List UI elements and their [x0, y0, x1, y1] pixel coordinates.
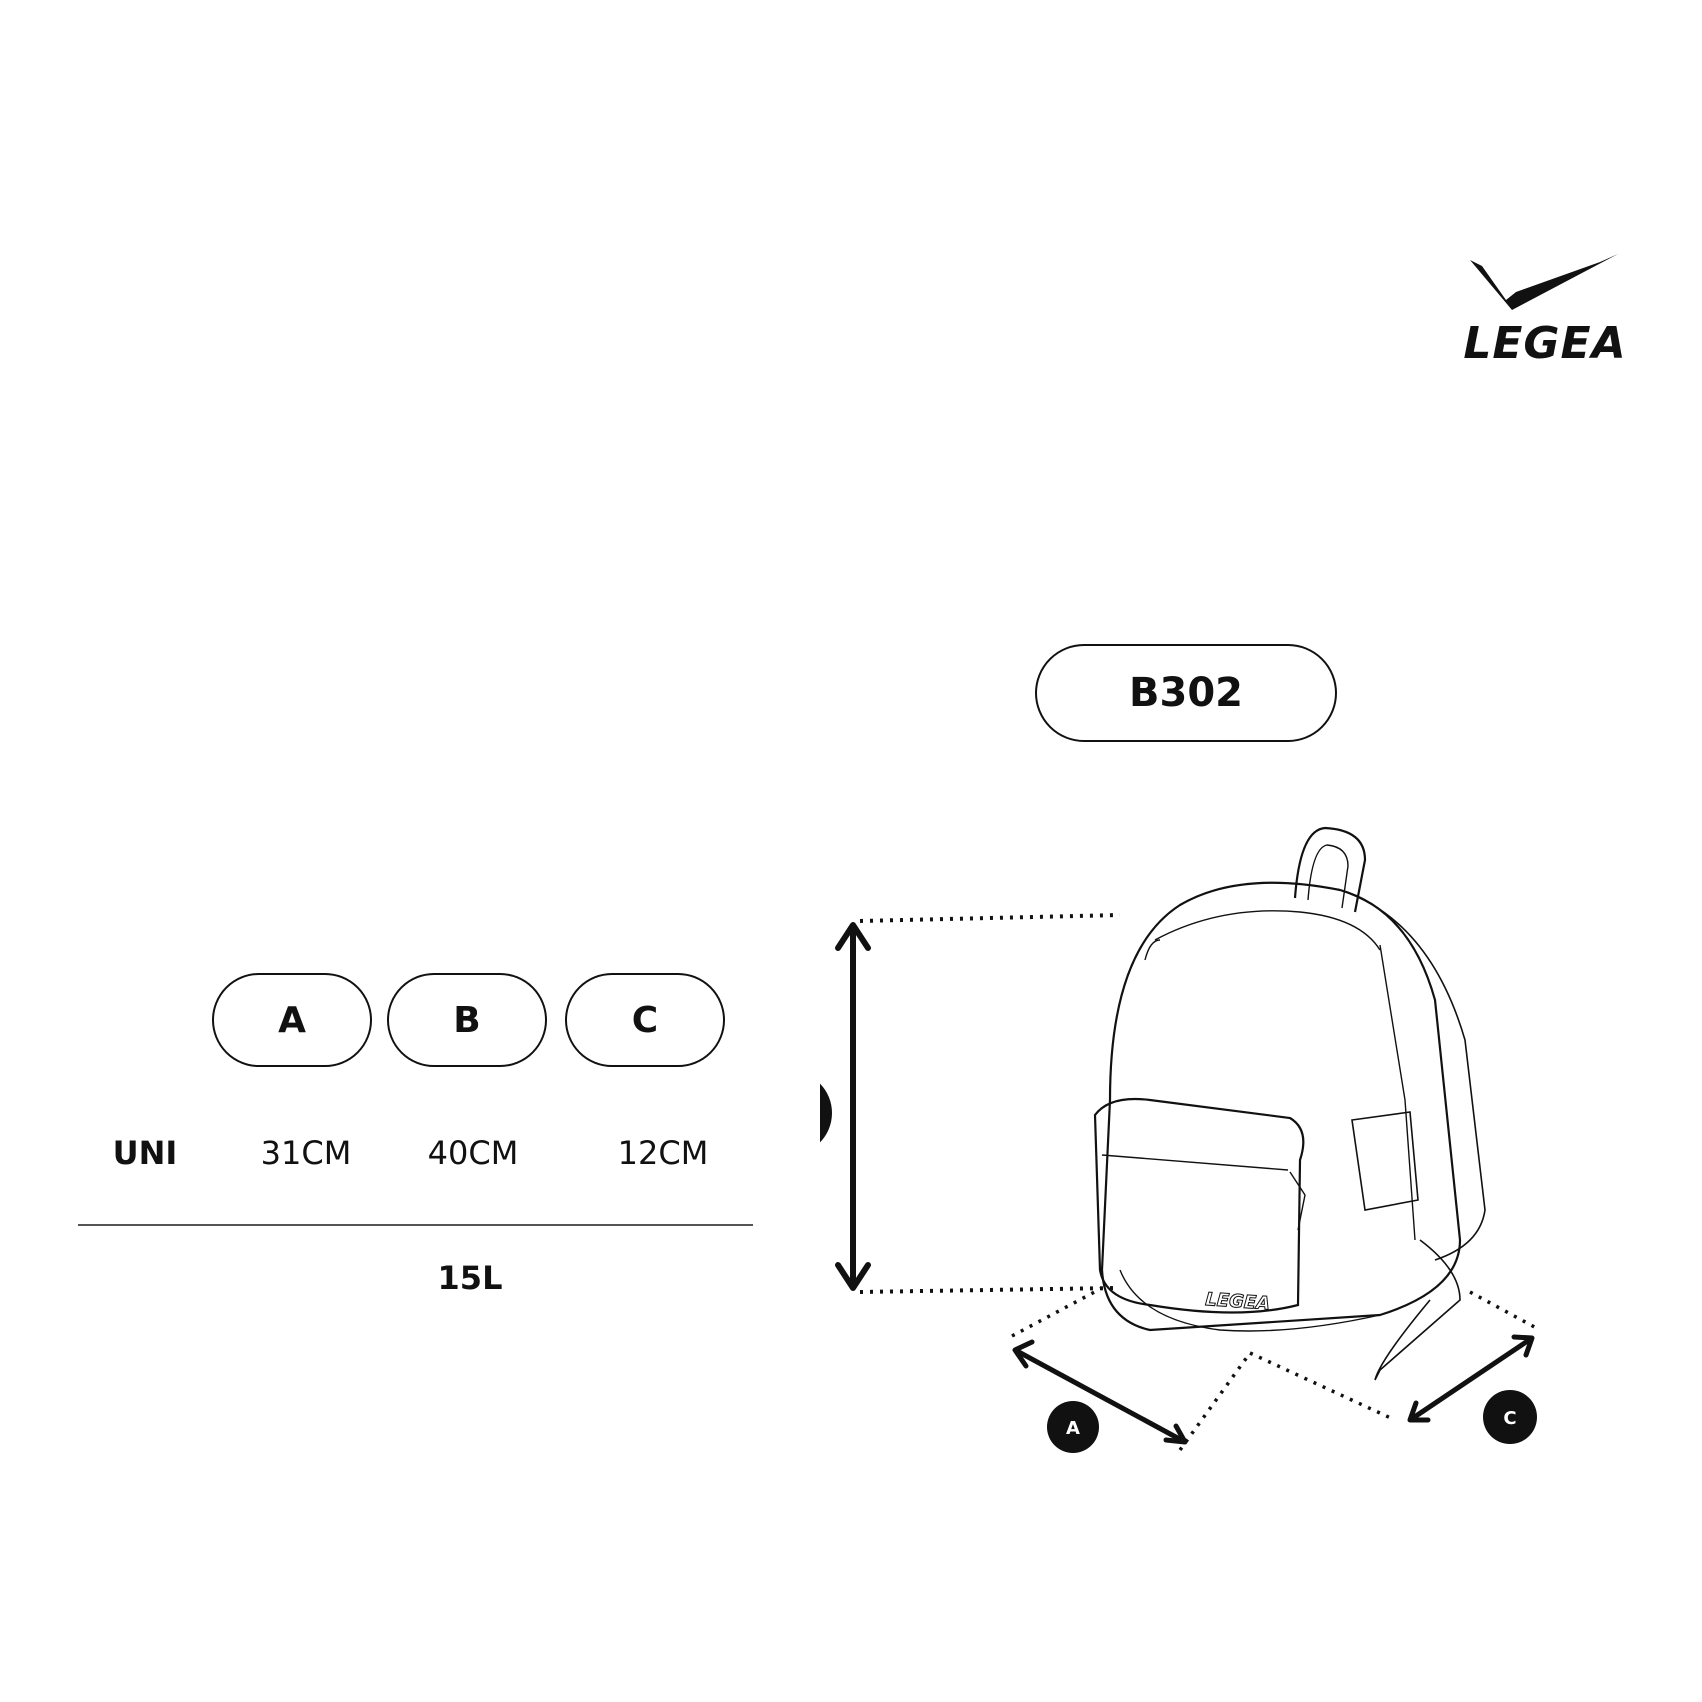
column-c-pill: C [565, 973, 725, 1067]
column-a-pill: A [212, 973, 372, 1067]
backpack-illustration: LEGEA [1093, 826, 1486, 1381]
value-b: 40CM [427, 1134, 519, 1172]
model-code-pill: B302 [1035, 644, 1337, 742]
value-c: 12CM [617, 1134, 709, 1172]
dimension-c [1249, 1290, 1541, 1444]
dimension-a-badge [1047, 1401, 1099, 1453]
dimension-c-badge [1483, 1390, 1537, 1444]
dimension-b-badge [748, 1071, 832, 1155]
dimension-b [748, 913, 1121, 1294]
dimension-c-label: C [1503, 1408, 1516, 1429]
dimension-a [1011, 1286, 1252, 1453]
size-row-label: UNI [112, 1134, 178, 1172]
table-divider [78, 1224, 753, 1226]
brand-logo: LEGEA [1450, 248, 1640, 373]
backpack-logo: LEGEA [1205, 1289, 1271, 1314]
value-a: 31CM [260, 1134, 352, 1172]
legea-logo-icon: LEGEA [1463, 254, 1626, 369]
dimension-a-label: A [1066, 1418, 1080, 1439]
volume-value: 15L [437, 1259, 503, 1297]
column-b-pill: B [387, 973, 547, 1067]
logo-wordmark: LEGEA [1463, 318, 1626, 369]
backpack-dimension-diagram: LEGEA B [748, 800, 1580, 1500]
